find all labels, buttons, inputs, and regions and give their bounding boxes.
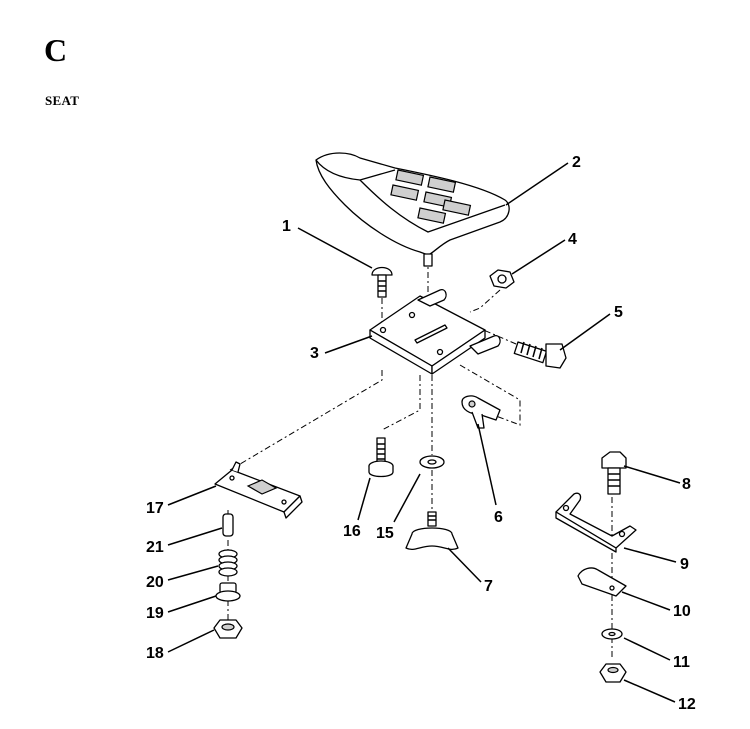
callout-5: 5: [614, 304, 623, 321]
part-slide-bracket: [214, 461, 303, 519]
part-knob-7: [405, 511, 459, 551]
part-pin-21: [222, 513, 234, 537]
part-spring-20: [218, 549, 238, 577]
callout-19: 19: [146, 605, 164, 622]
section-letter: C: [44, 32, 68, 68]
callout-11: 11: [673, 654, 690, 671]
callout-16: 16: [343, 523, 361, 540]
callout-20: 20: [146, 574, 164, 591]
callout-10: 10: [673, 603, 691, 620]
part-shoulder-bolt-16: [368, 437, 394, 478]
part-plate-10: [577, 567, 627, 597]
part-lock-nut-18: [213, 619, 243, 639]
part-bolt-8: [601, 451, 627, 495]
part-nut-4: [489, 269, 515, 289]
leader-lines: [167, 162, 681, 703]
part-seat: [315, 152, 510, 267]
callout-8: 8: [682, 476, 691, 493]
callout-12: 12: [678, 696, 696, 713]
part-bracket-9: [555, 492, 637, 553]
part-washer-11: [601, 628, 623, 640]
callout-9: 9: [680, 556, 689, 573]
callout-18: 18: [146, 645, 164, 662]
callout-6: 6: [494, 509, 503, 526]
part-bushing-19: [215, 582, 241, 602]
callout-21: 21: [146, 539, 164, 556]
callout-15: 15: [376, 525, 394, 542]
callout-17: 17: [146, 500, 164, 517]
callout-2: 2: [572, 154, 581, 171]
callout-1: 1: [282, 218, 291, 235]
callout-7: 7: [484, 578, 493, 595]
part-hex-bolt-5: [513, 341, 567, 369]
part-seat-plate: [369, 289, 501, 375]
part-clip: [461, 395, 501, 429]
section-title: SEAT: [45, 93, 80, 108]
callout-numbers: 1 2 4 5 3 6 7 8 9 10 11 12 15 16 17 21 2…: [146, 154, 696, 713]
callout-3: 3: [310, 345, 319, 362]
part-nut-12: [599, 663, 627, 683]
part-washer-15: [419, 455, 445, 469]
part-carriage-bolt: [371, 266, 393, 298]
callout-4: 4: [568, 231, 577, 248]
